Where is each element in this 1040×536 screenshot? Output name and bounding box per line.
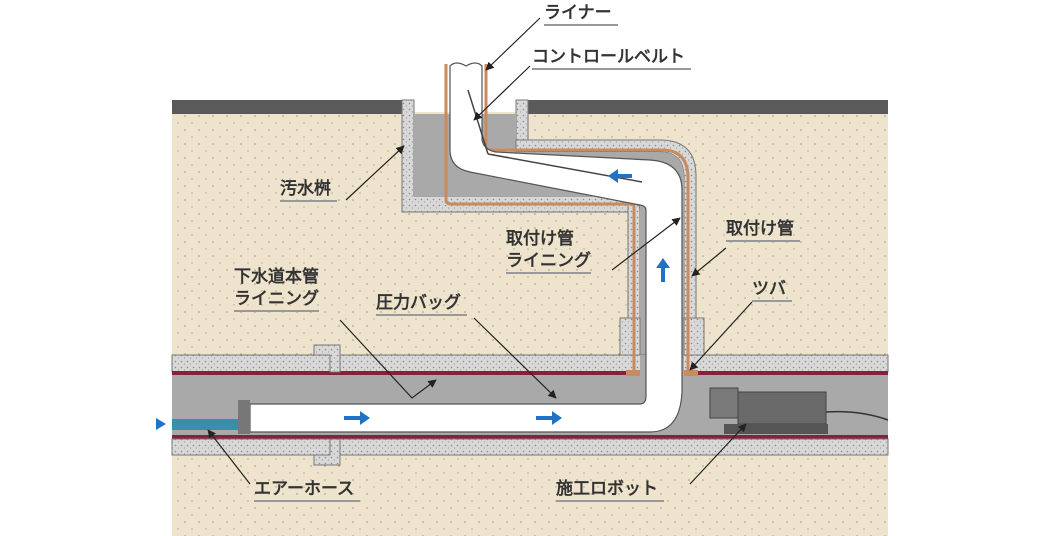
label-pressure-bag: 圧力バッグ (376, 292, 467, 316)
label-flange: ツバ (752, 278, 792, 302)
leader-liner (485, 17, 541, 71)
leader-manhole (345, 145, 405, 201)
robot-head (709, 387, 739, 419)
leader-control-belt (473, 65, 531, 121)
lateral-liner (444, 64, 636, 372)
pipe-joint (313, 344, 341, 466)
leader-pressure-bag (473, 317, 557, 399)
leader-lateral-pipe (691, 247, 727, 277)
label-lateral-lining-line1: 取付け管 (506, 229, 574, 249)
manhole-wall-right (515, 99, 529, 141)
leader-main-lining (339, 319, 437, 399)
label-lateral-lining: 取付け管 ライニング (506, 228, 597, 274)
main-pipe-top-wall (171, 354, 889, 373)
lateral-liner-outer (484, 64, 690, 372)
label-air-hose: エアーホース (254, 478, 361, 502)
lateral-pipe-interior (516, 152, 684, 372)
flange-liner-right (684, 370, 698, 376)
road-surface-left (172, 100, 404, 114)
label-control-belt: コントロールベルト (532, 46, 691, 70)
label-main-lining-line2: ライニング (234, 288, 319, 312)
flow-arrows (344, 169, 670, 425)
robot-body (737, 391, 827, 425)
flange-left (619, 317, 641, 359)
bag-end-cap (238, 400, 250, 434)
label-robot: 施工ロボット (556, 478, 664, 502)
leader-lateral-lining (611, 217, 681, 271)
label-lateral-lining-line2: ライニング (506, 250, 591, 274)
leader-flange (689, 301, 753, 371)
control-belt (467, 89, 489, 155)
flange-liner-left (626, 370, 640, 376)
pressure-bag (249, 62, 683, 433)
label-liner: ライナー (544, 2, 618, 26)
flow-arrow-up (656, 258, 670, 282)
main-lining-bottom (172, 435, 888, 439)
leader-lines (207, 17, 753, 485)
flow-arrow-right-2 (536, 411, 562, 425)
air-hose (172, 419, 238, 430)
road-surface-right (518, 100, 888, 114)
flow-arrow-left (608, 169, 632, 183)
label-main-lining: 下水道本管 ライニング (234, 266, 325, 312)
leader-robot (689, 423, 747, 485)
main-pipe-bottom-wall (171, 438, 889, 456)
label-manhole: 汚水桝 (280, 178, 337, 202)
flow-arrow-right-1 (344, 411, 370, 425)
leader-air-hose (207, 429, 251, 485)
robot-base (724, 424, 828, 434)
label-main-lining-line1: 下水道本管 (234, 267, 319, 287)
robot-cable (825, 410, 889, 421)
label-lateral-pipe: 取付け管 (726, 218, 800, 242)
air-inlet-arrow (156, 418, 166, 430)
